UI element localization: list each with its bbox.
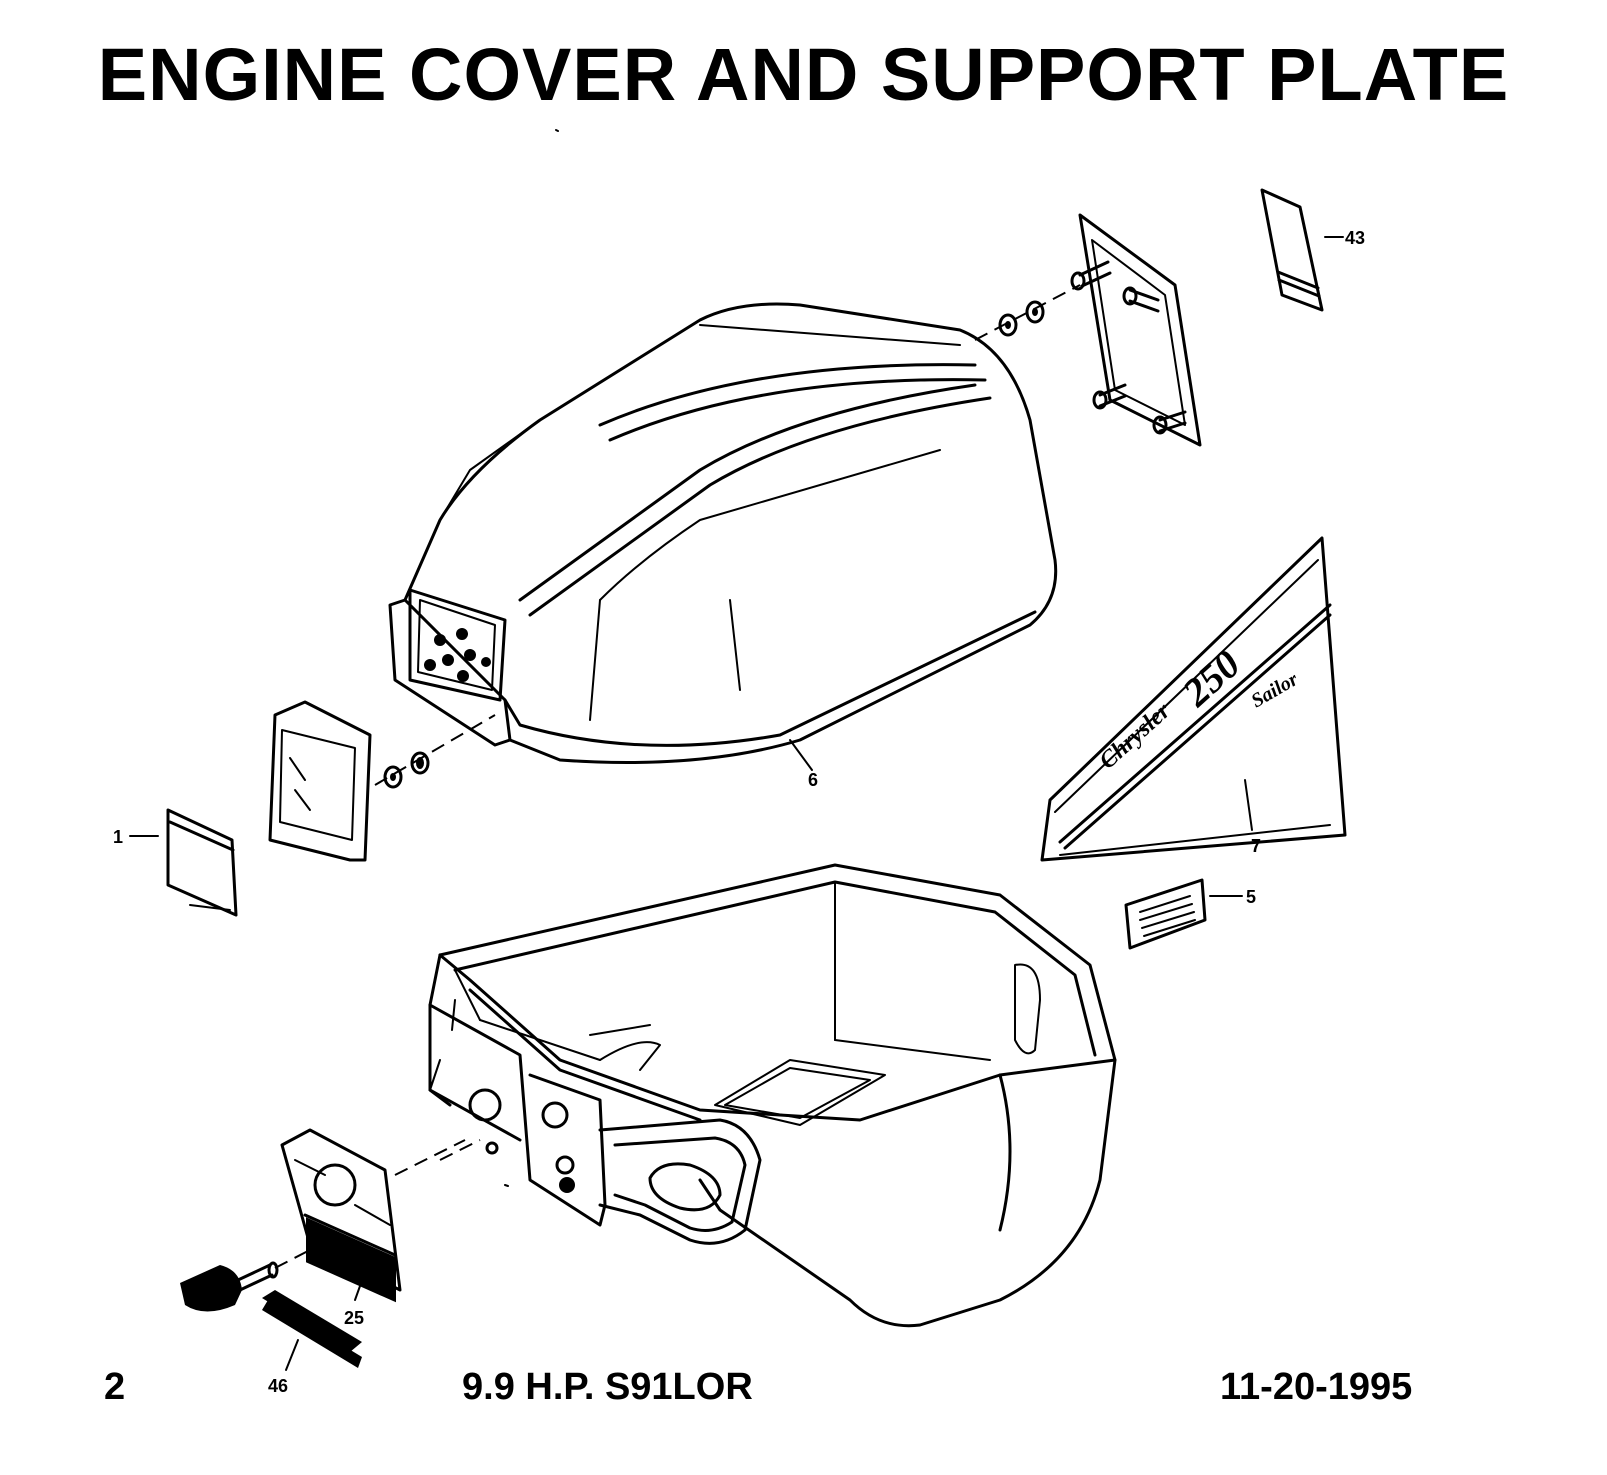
front-window-plate	[268, 700, 372, 862]
support-plate	[1070, 213, 1202, 447]
upper-engine-cover	[388, 302, 1058, 764]
callout-5: 5	[1246, 887, 1256, 907]
decal-number-text: 250	[1173, 641, 1248, 715]
callout-43: 43	[1345, 228, 1365, 248]
callout-46: 46	[268, 1376, 288, 1396]
decal-5	[1124, 878, 1207, 950]
callout-7: 7	[1251, 836, 1261, 856]
decal-1	[166, 808, 238, 917]
chrysler-decal: Chrysler 250 Sailor	[1040, 536, 1347, 862]
callout-25: 25	[344, 1308, 364, 1328]
model-label: 9.9 H.P. S91LOR	[462, 1366, 753, 1408]
callout-1: 1	[113, 827, 123, 847]
decal-43	[1260, 188, 1324, 312]
callout-6: 6	[808, 770, 818, 790]
date-label: 11-20-1995	[1220, 1366, 1413, 1408]
page-number: 2	[104, 1366, 126, 1408]
strip-decal-46	[262, 1290, 362, 1368]
shift-plate-decal	[280, 1128, 402, 1303]
decal-model-text: Sailor	[1248, 668, 1303, 712]
lower-support-plate	[428, 863, 1117, 1328]
control-knob	[180, 1261, 279, 1312]
page-title: ENGINE COVER AND SUPPORT PLATE	[97, 33, 1510, 116]
